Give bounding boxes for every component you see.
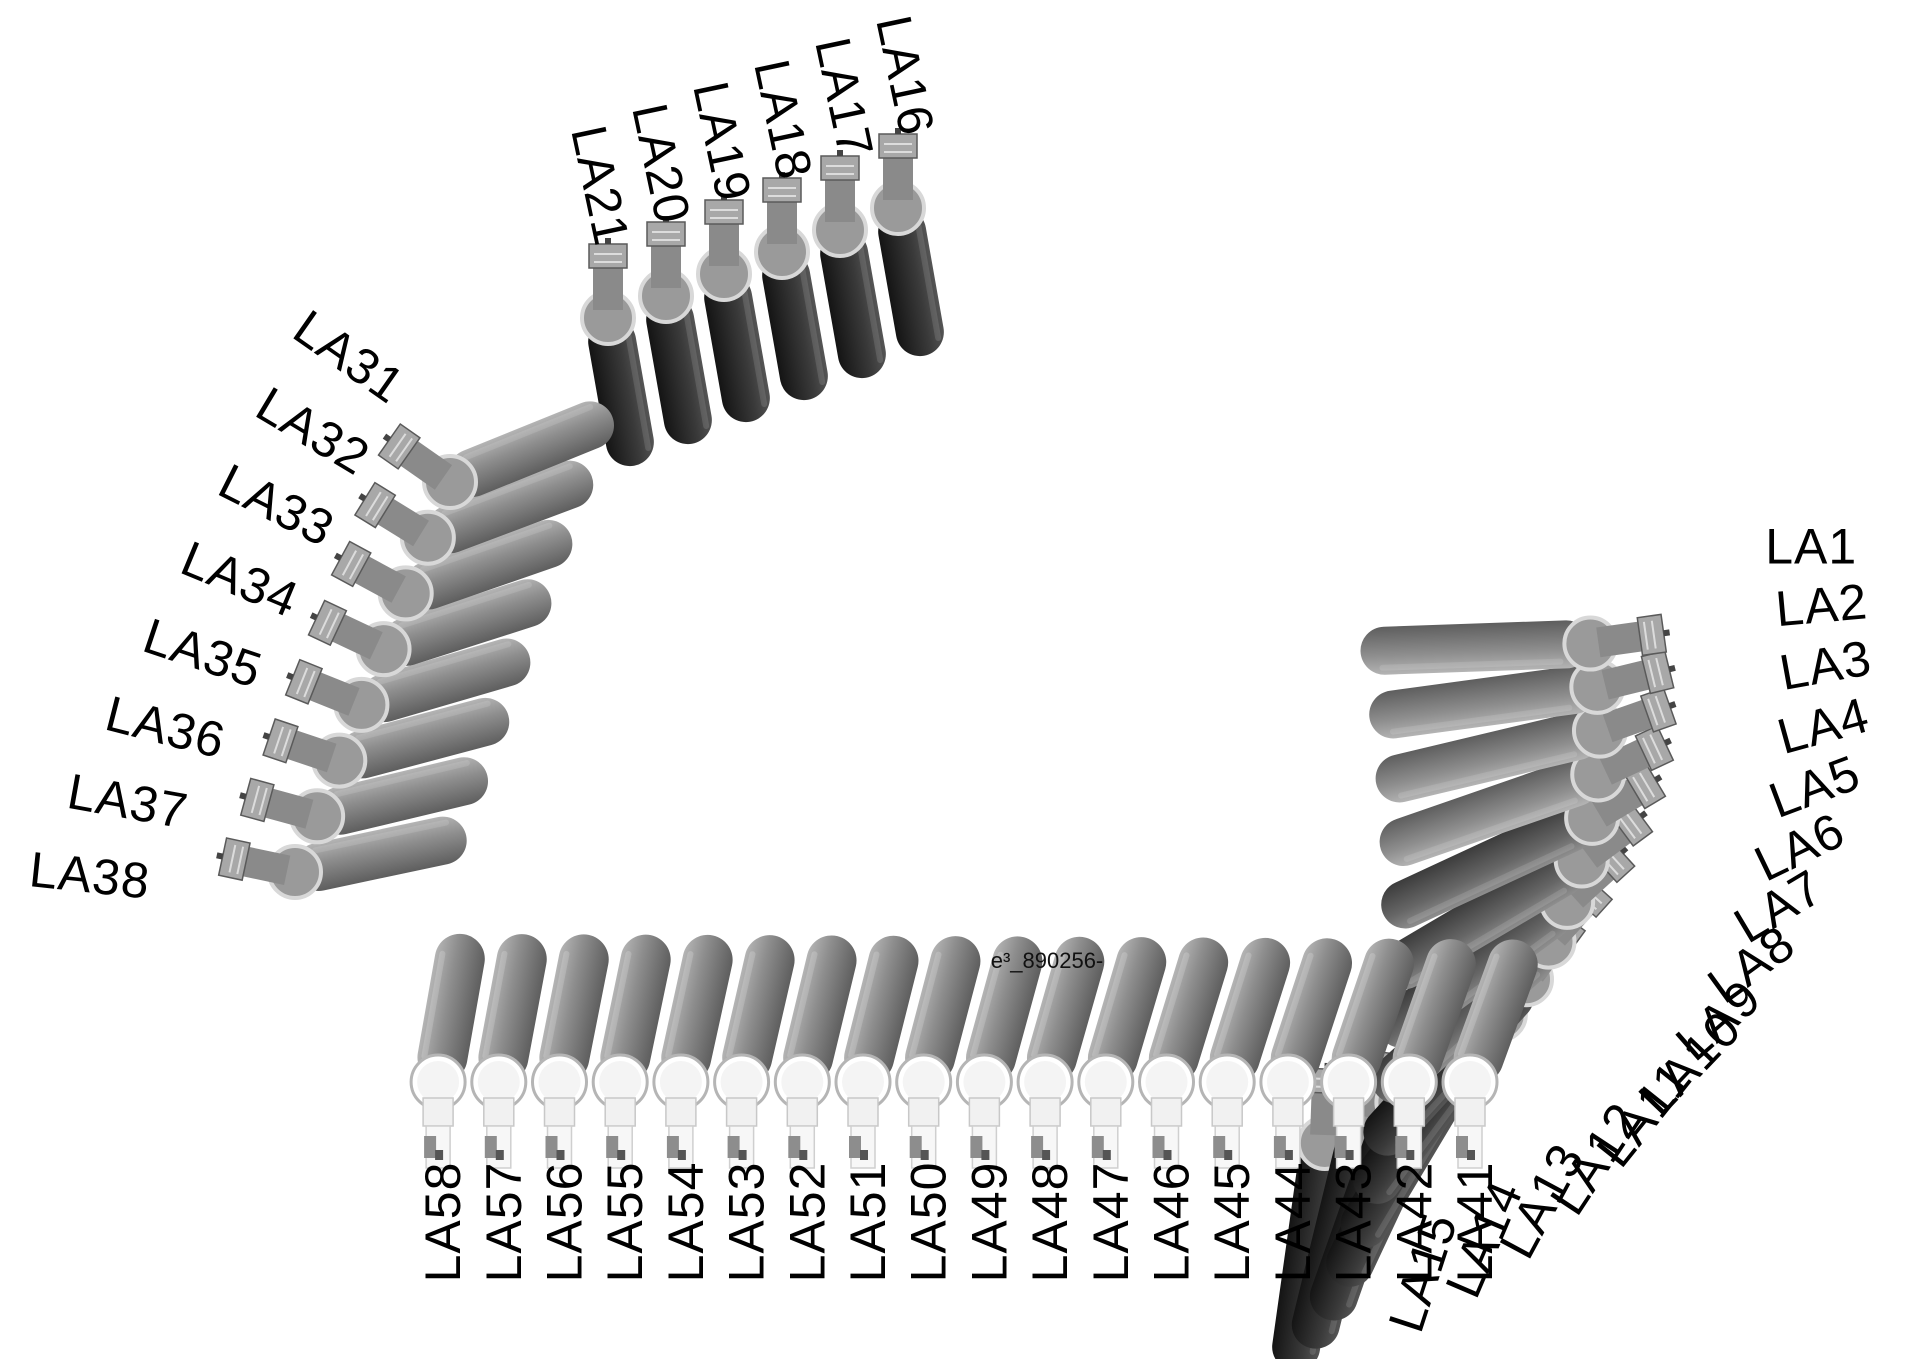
label-la43: LA43	[1326, 1162, 1382, 1283]
detector-la38-tube	[216, 816, 467, 900]
label-la34: LA34	[173, 530, 306, 628]
label-la37: LA37	[63, 763, 192, 839]
detector-la53-tube	[713, 935, 795, 1169]
detector-la33-tube	[330, 519, 573, 622]
label-la47: LA47	[1083, 1162, 1139, 1283]
detector-la49-tube	[955, 936, 1043, 1169]
detector-la58-tube	[409, 933, 485, 1169]
detector-la19-tube	[696, 194, 770, 423]
label-la46: LA46	[1144, 1162, 1200, 1283]
detector-la34-tube	[307, 579, 552, 678]
label-la54: LA54	[658, 1162, 714, 1283]
label-la44: LA44	[1265, 1162, 1321, 1283]
label-la50: LA50	[901, 1162, 957, 1283]
label-la58: LA58	[415, 1162, 471, 1283]
detector-la20-tube	[638, 216, 712, 445]
label-la38: LA38	[27, 841, 153, 909]
label-la48: LA48	[1022, 1162, 1078, 1283]
detector-la18-tube	[754, 172, 828, 401]
label-la52: LA52	[779, 1162, 835, 1283]
label-la55: LA55	[597, 1162, 653, 1283]
detector-la41-tube	[1441, 939, 1538, 1169]
detector-la43-tube	[1320, 938, 1414, 1169]
detector-la46-tube	[1138, 937, 1229, 1169]
detector-la45-tube	[1198, 937, 1291, 1169]
detector-la1-tube	[1360, 613, 1671, 675]
label-la56: LA56	[537, 1162, 593, 1283]
label-la49: LA49	[961, 1162, 1017, 1283]
detector-la44-tube	[1259, 938, 1353, 1169]
detector-la57-tube	[470, 934, 547, 1169]
detector-la17-tube	[812, 150, 886, 379]
label-la36: LA36	[100, 685, 231, 769]
label-la41: LA41	[1447, 1162, 1503, 1283]
label-la35: LA35	[137, 608, 269, 699]
detector-la36-tube	[262, 697, 510, 789]
detector-la50-tube	[895, 936, 981, 1169]
detector-la5-tube	[1381, 762, 1667, 929]
label-la1: LA1	[1765, 519, 1857, 575]
detector-la54-tube	[652, 934, 733, 1169]
detector-la16-tube	[870, 128, 944, 357]
label-la57: LA57	[476, 1162, 532, 1283]
label-la51: LA51	[840, 1162, 896, 1283]
detector-la51-tube	[834, 935, 919, 1169]
detector-la31-tube	[377, 401, 615, 510]
detector-la4-tube	[1379, 724, 1675, 866]
detector-la55-tube	[591, 934, 671, 1169]
detector-la47-tube	[1077, 937, 1167, 1169]
detector-la3-tube	[1375, 687, 1678, 803]
label-la2: LA2	[1773, 573, 1870, 637]
label-la42: LA42	[1386, 1162, 1442, 1283]
label-la53: LA53	[719, 1162, 775, 1283]
detector-la56-tube	[531, 934, 609, 1169]
detector-la42-tube	[1380, 939, 1476, 1169]
detector-la48-tube	[1016, 936, 1105, 1169]
detector-tubes	[216, 128, 1678, 1359]
detector-la37-tube	[239, 757, 489, 845]
detector-la2-tube	[1369, 649, 1676, 739]
label-la45: LA45	[1204, 1162, 1260, 1283]
detector-labels: LA1LA2LA3LA4LA5LA6LA7LA8LA9LA10LA11LA12L…	[27, 11, 1876, 1339]
detector-la32-tube	[353, 460, 594, 566]
detector-la35-tube	[284, 638, 531, 733]
diagram-caption: e³_890256-	[991, 948, 1104, 973]
detector-la52-tube	[773, 935, 857, 1169]
